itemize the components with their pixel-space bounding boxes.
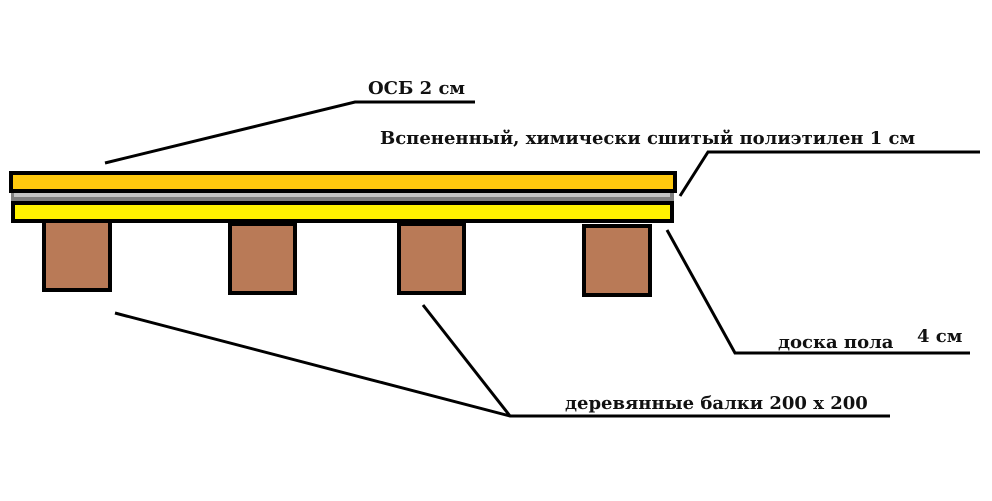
beams-leader-line-2 bbox=[421, 304, 512, 417]
beam bbox=[397, 222, 466, 295]
beam bbox=[42, 219, 112, 292]
osb-board bbox=[9, 171, 677, 193]
beams-label: деревянные балки 200 х 200 bbox=[565, 393, 868, 414]
foam-leader-line bbox=[678, 150, 980, 197]
osb-label: ОСБ 2 см bbox=[368, 78, 465, 99]
foam-layer-highlight bbox=[14, 193, 670, 197]
floorboard-label: доска пола bbox=[778, 332, 894, 353]
floorboard-thickness-label: 4 см bbox=[917, 326, 963, 347]
beam bbox=[228, 222, 297, 295]
foam-label: Вспененный, химически сшитый полиэтилен … bbox=[380, 128, 915, 149]
floorboard bbox=[11, 201, 674, 223]
beam bbox=[582, 224, 652, 297]
floorboard-leader-line bbox=[665, 229, 970, 355]
osb-leader-line bbox=[104, 100, 475, 165]
